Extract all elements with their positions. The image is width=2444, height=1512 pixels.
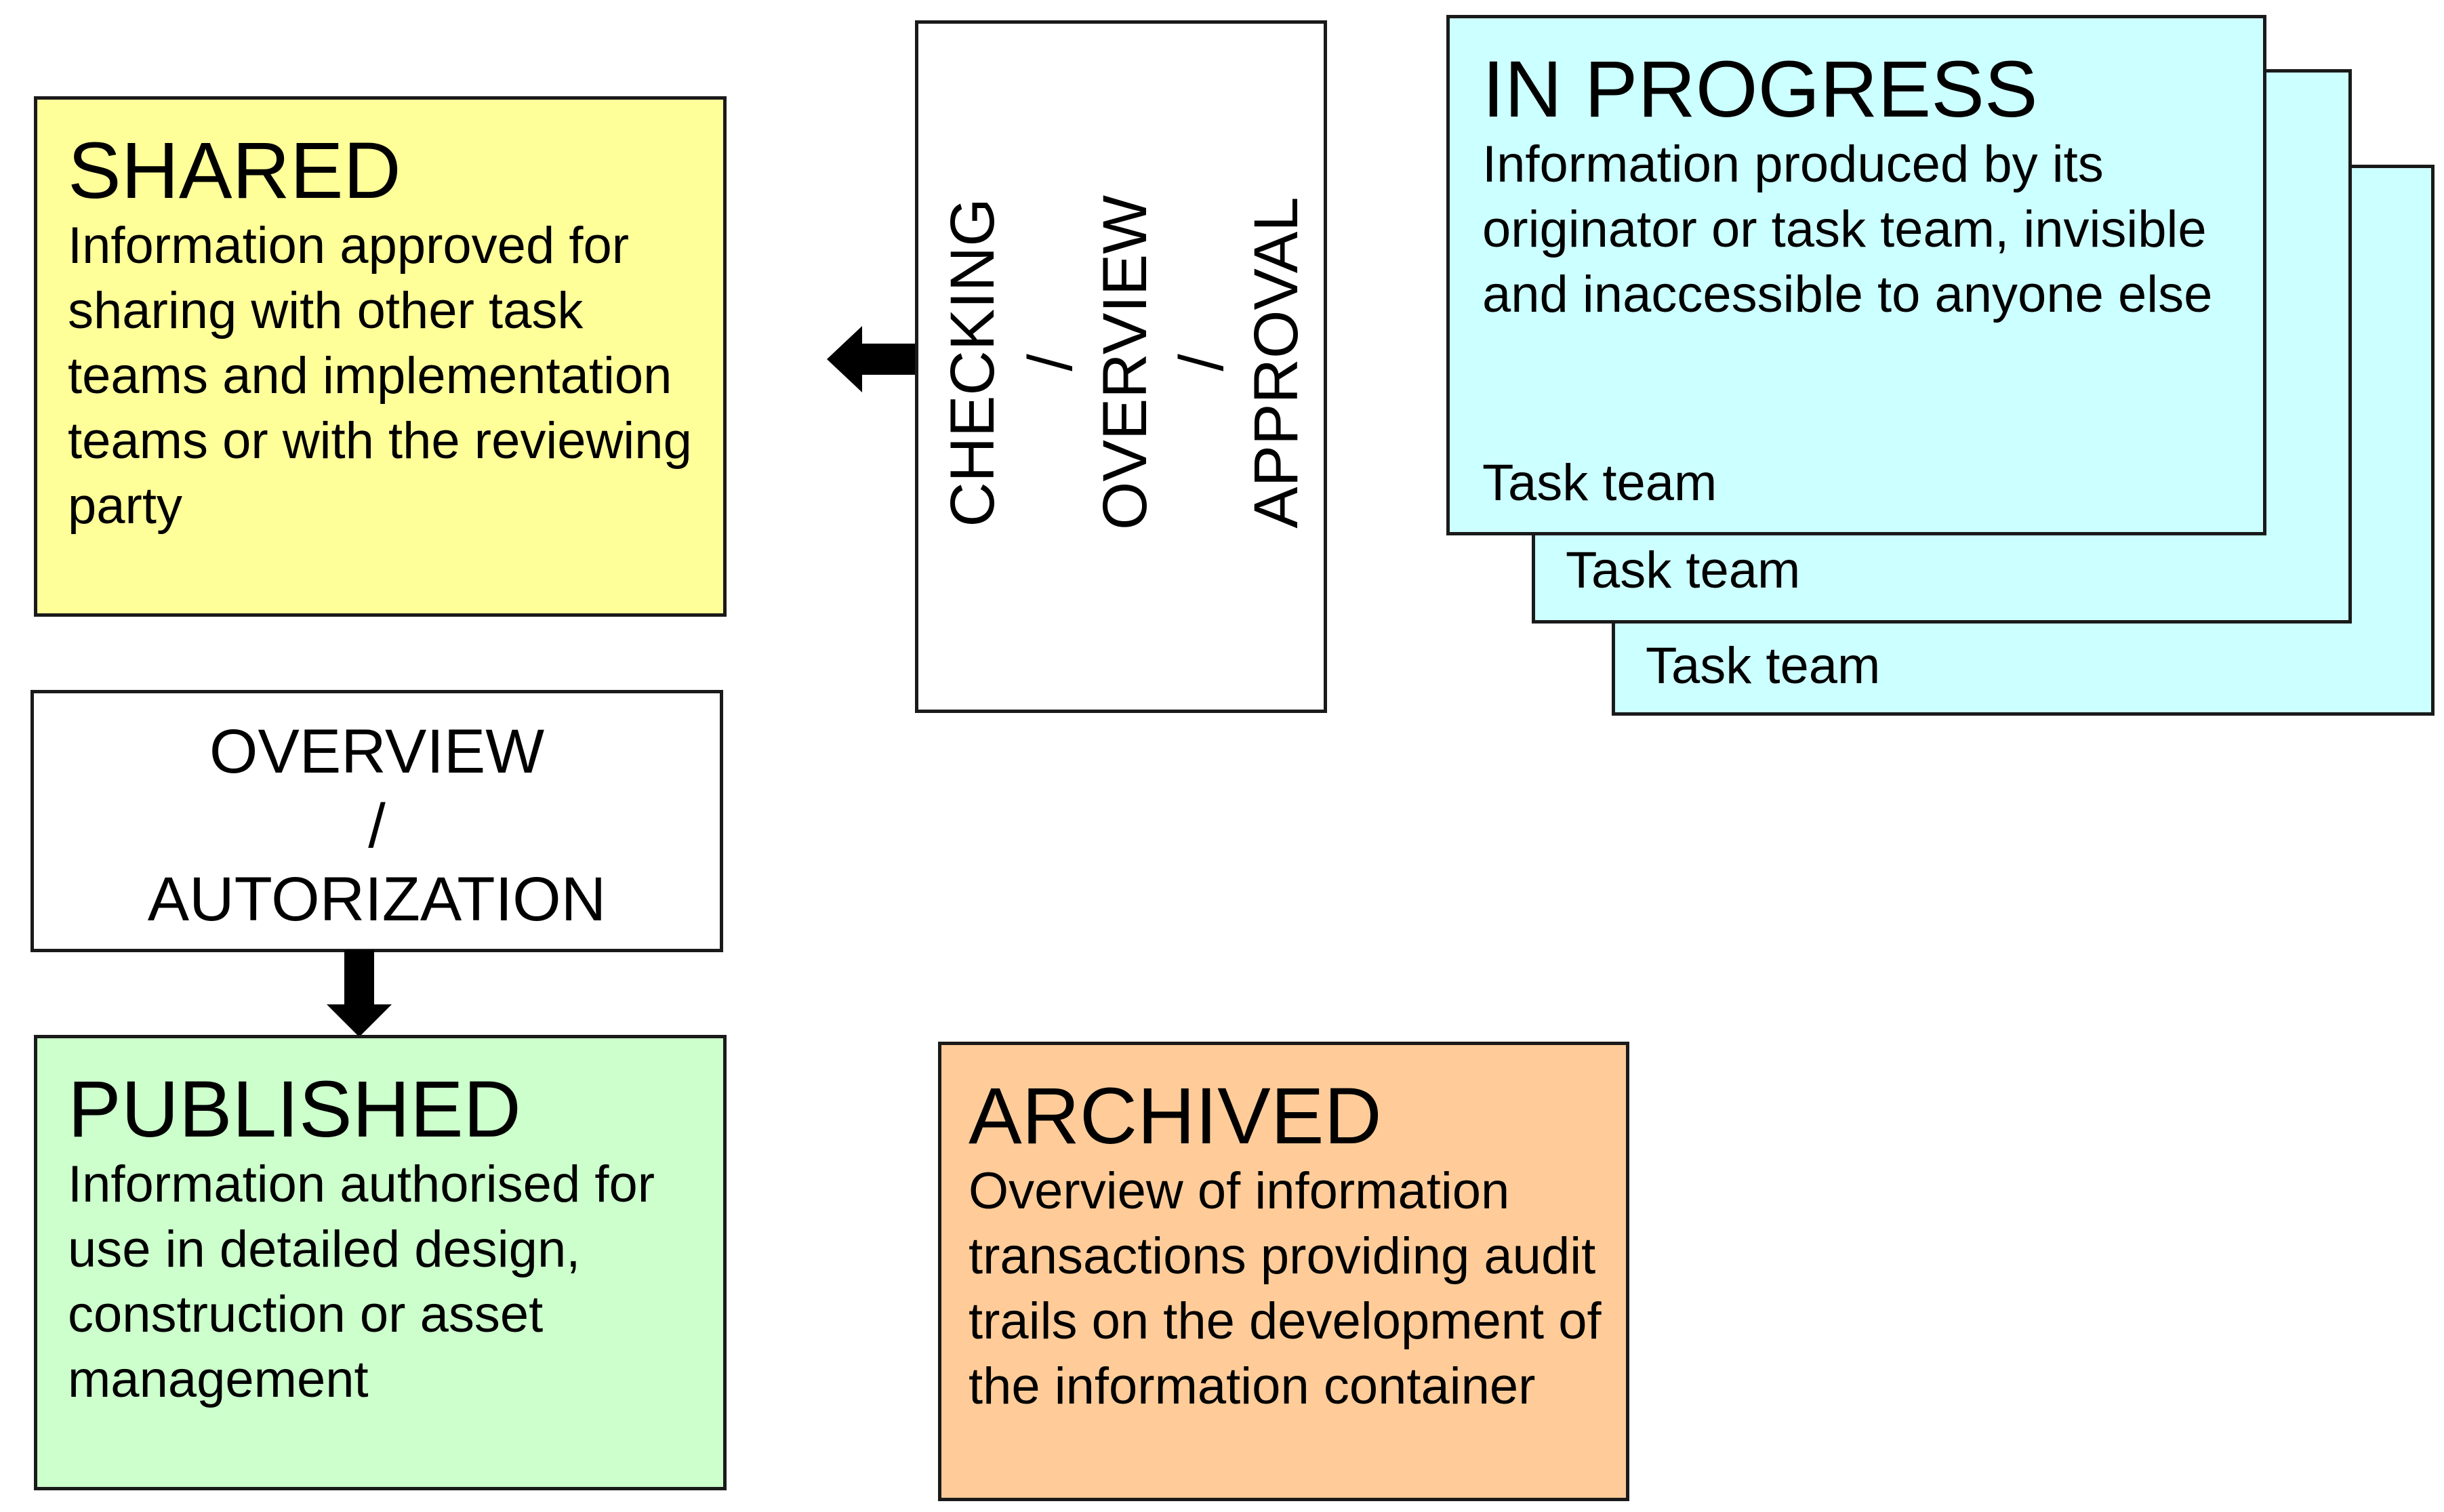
published-title: PUBLISHED <box>68 1065 521 1154</box>
authorization-separator: / <box>368 792 386 861</box>
overview-label: OVERVIEW <box>1091 195 1160 531</box>
archived-title: ARCHIVED <box>969 1071 1382 1161</box>
shared-description: Information approved for sharing with ot… <box>68 217 692 535</box>
archived-description: Overview of information transactions pro… <box>969 1162 1602 1415</box>
in-progress-title: IN PROGRESS <box>1482 45 2038 134</box>
approval-label: APPROVAL <box>1242 197 1311 529</box>
in-progress-description: Information produced by its originator o… <box>1482 136 2213 323</box>
archived-state-box: ARCHIVED Overview of information transac… <box>938 1042 1629 1501</box>
task-team-label-2: Task team <box>1566 542 1801 599</box>
shared-state-box: SHARED Information approved for sharing … <box>34 96 727 617</box>
arrow-to-shared <box>827 326 916 392</box>
published-description: Information authorised for use in detail… <box>68 1156 655 1408</box>
checking-separator-1: / <box>1016 354 1085 371</box>
arrow-to-published <box>327 950 392 1037</box>
shared-title: SHARED <box>68 126 401 216</box>
checking-label: CHECKING <box>938 198 1007 527</box>
in-progress-state-box: IN PROGRESS Information produced by its … <box>1446 15 2266 535</box>
authorization-label: AUTORIZATION <box>147 865 607 934</box>
overview-label: OVERVIEW <box>209 717 545 786</box>
overview-authorization-box: OVERVIEW / AUTORIZATION <box>30 690 723 952</box>
published-state-box: PUBLISHED Information authorised for use… <box>34 1035 727 1490</box>
checking-separator-2: / <box>1167 354 1236 371</box>
task-team-label-3: Task team <box>1646 637 1881 695</box>
task-team-label-1: Task team <box>1482 454 1717 512</box>
checking-approval-box: CHECKING / OVERVIEW / APPROVAL <box>915 20 1327 713</box>
